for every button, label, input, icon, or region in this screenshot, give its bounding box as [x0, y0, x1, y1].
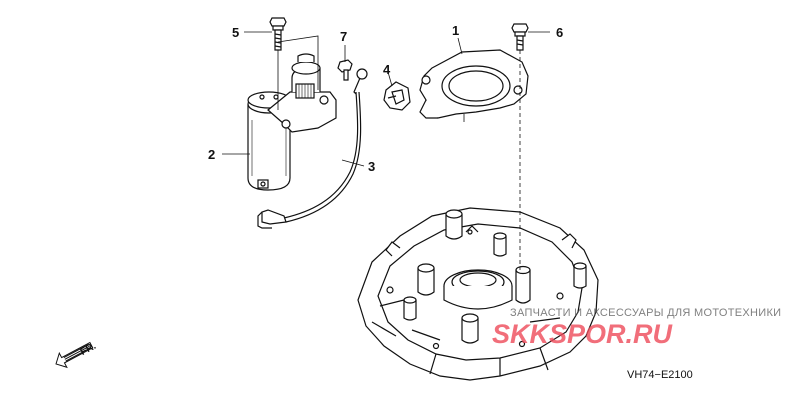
bolt-part-6: [511, 23, 529, 51]
starter-motor-part-2: [247, 53, 337, 191]
watermark-logo: SKKSPOR.RU: [492, 319, 674, 349]
crankcase-base: [357, 207, 599, 381]
front-direction-label: FR.: [79, 341, 99, 358]
callout-3: 3: [368, 159, 375, 174]
diagram-code: VH74−E2100: [627, 369, 693, 381]
bolt-part-7: [337, 59, 353, 81]
watermark-tagline: ЗАПЧАСТИ И АКСЕССУАРЫ ДЛЯ МОТОТЕХНИКИ: [510, 307, 781, 319]
callout-7: 7: [340, 29, 347, 44]
cable-clip-part-4: [383, 81, 411, 111]
watermark: ЗАПЧАСТИ И АКСЕССУАРЫ ДЛЯ МОТОТЕХНИКИ SK…: [492, 307, 781, 349]
callout-1: 1: [452, 23, 459, 38]
callout-5: 5: [232, 25, 239, 40]
leader-lines: [222, 31, 550, 167]
callout-4: 4: [383, 62, 391, 77]
front-direction-arrow-icon: [55, 341, 94, 369]
assembly-guide-lines: [277, 35, 521, 270]
bolt-part-5: [269, 17, 287, 51]
starter-cable-part-3: [257, 68, 368, 229]
plate-part-1: [419, 49, 529, 119]
callout-2: 2: [208, 147, 215, 162]
callout-6: 6: [556, 25, 563, 40]
